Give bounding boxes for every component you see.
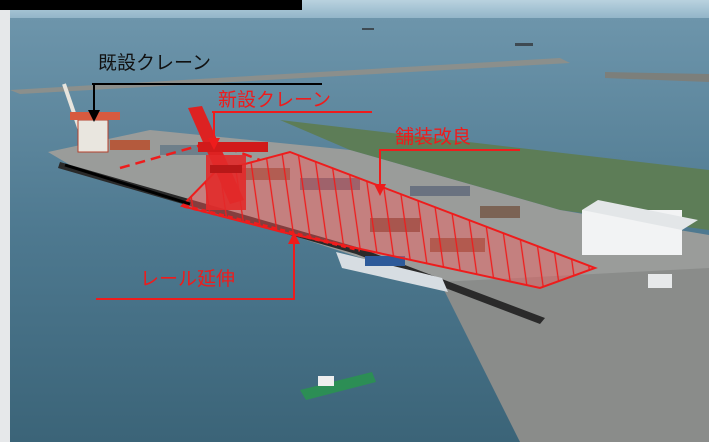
rail-extension-arrowhead bbox=[288, 232, 300, 244]
new-crane bbox=[188, 106, 268, 210]
pavement-pointer bbox=[379, 149, 520, 186]
pavement-improvement-label: 舗装改良 bbox=[395, 126, 472, 148]
existing-crane-label: 既設クレーン bbox=[98, 52, 212, 74]
warehouse-roof bbox=[582, 200, 698, 230]
quay-edge bbox=[58, 162, 545, 324]
ship-far bbox=[362, 28, 374, 30]
vessel bbox=[336, 252, 448, 292]
new-crane-arrowhead bbox=[208, 138, 220, 150]
rail-extension-label: レール延伸 bbox=[140, 268, 236, 290]
new-crane-label: 新設クレーン bbox=[218, 89, 332, 111]
pavement-arrowhead bbox=[374, 184, 386, 196]
tugboat bbox=[300, 372, 376, 400]
new-crane-dashed-line bbox=[119, 140, 261, 170]
existing-rail bbox=[64, 163, 191, 206]
title-bar bbox=[0, 0, 302, 10]
ship-far bbox=[515, 43, 533, 46]
rail-extension-dotted bbox=[183, 204, 361, 252]
warehouse-small bbox=[648, 274, 672, 288]
existing-crane-arrowhead bbox=[88, 110, 100, 122]
paving-hatch bbox=[180, 150, 598, 290]
left-frame-border bbox=[0, 0, 10, 442]
breakwater-far bbox=[605, 72, 709, 82]
